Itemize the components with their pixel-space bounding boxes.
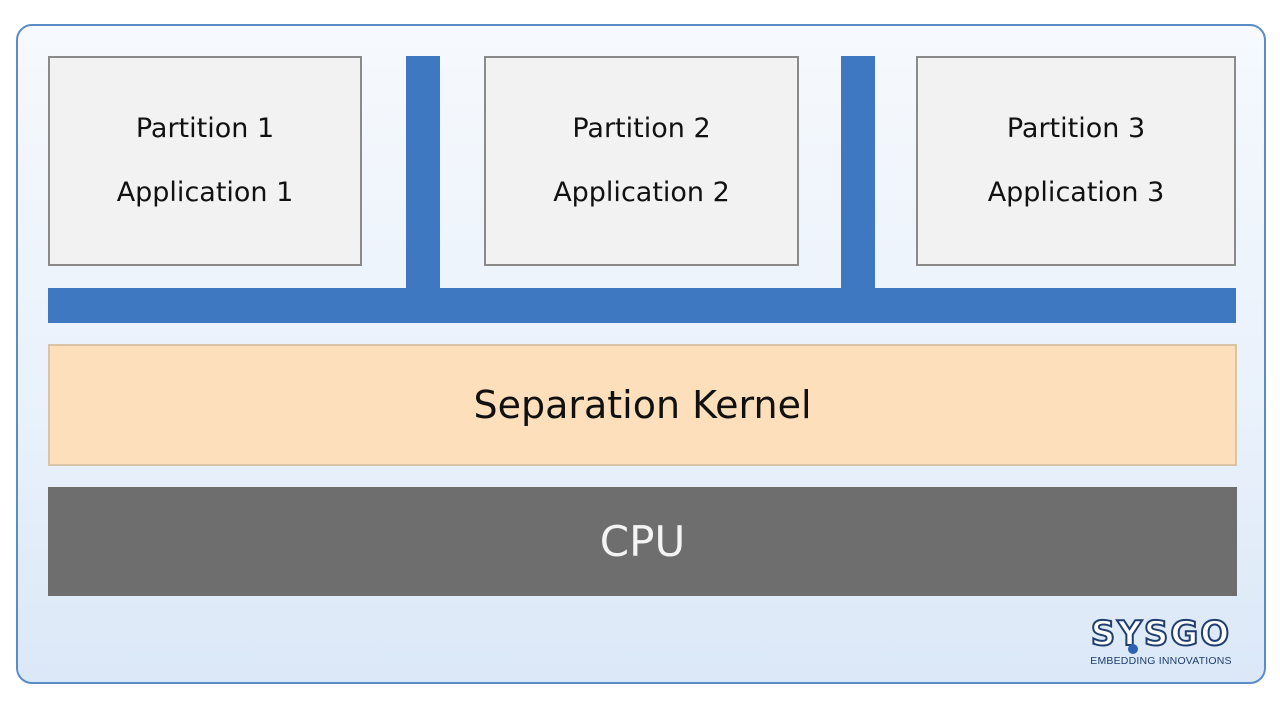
logo-tagline: EMBEDDING INNOVATIONS — [1090, 655, 1232, 667]
partition-1-application: Application 1 — [116, 177, 294, 208]
logo-wordmark: SYSGO — [1090, 613, 1232, 655]
communication-bus-vertical-1 — [406, 56, 440, 296]
sysgo-logo: SYSGO EMBEDDING INNOVATIONS — [1080, 613, 1242, 672]
separation-kernel-layer: Separation Kernel — [48, 344, 1237, 466]
partition-2-box: Partition 2 Application 2 — [484, 56, 799, 266]
partition-2-application: Application 2 — [553, 177, 730, 208]
partition-1-title: Partition 1 — [135, 113, 275, 144]
partition-1-box: Partition 1 Application 1 — [48, 56, 362, 266]
partition-3-title: Partition 3 — [1006, 113, 1146, 144]
communication-bus-horizontal — [48, 288, 1236, 323]
partition-3-box: Partition 3 Application 3 — [916, 56, 1236, 266]
separation-kernel-label: Separation Kernel — [473, 383, 812, 427]
partition-2-title: Partition 2 — [572, 113, 711, 144]
communication-bus-vertical-2 — [841, 56, 875, 296]
partition-3-application: Application 3 — [987, 177, 1165, 208]
logo-dot-icon — [1128, 644, 1138, 654]
cpu-label: CPU — [599, 517, 686, 566]
cpu-layer: CPU — [48, 487, 1237, 596]
